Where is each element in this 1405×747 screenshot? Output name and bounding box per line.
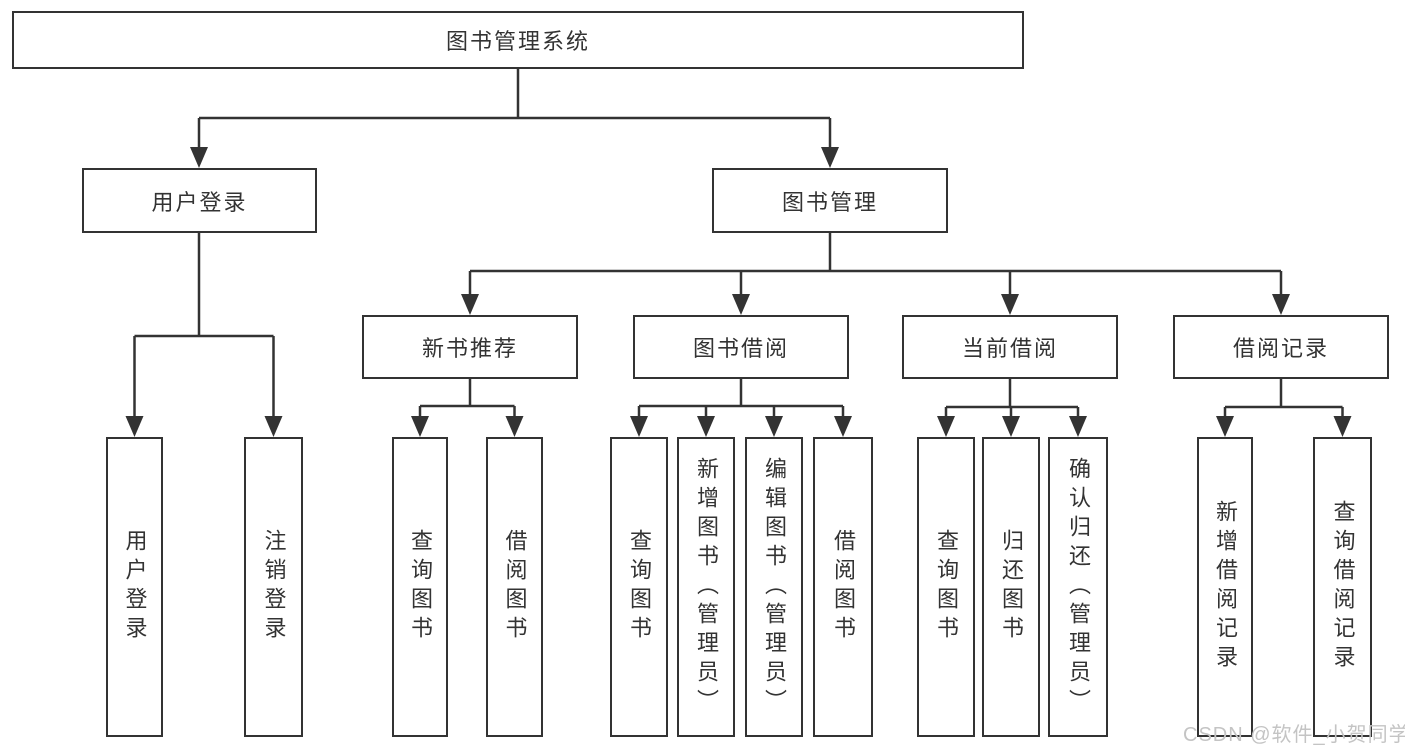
connector-bookmgmt-to-level3	[461, 233, 1290, 315]
leaf-bb-add-books-admin: 新增图书（管理员）	[677, 437, 735, 737]
connector-newbookrec-to-leaves	[411, 379, 524, 437]
node-new-book-recommendation-label: 新书推荐	[421, 336, 518, 361]
leaf-nbr-query-books: 查询图书	[392, 437, 448, 737]
node-new-book-recommendation: 新书推荐	[362, 315, 578, 379]
leaf-logout-label: 注销登录	[261, 529, 287, 645]
connector-currentborrow-to-leaves	[937, 379, 1087, 437]
leaf-nbr-borrow-books: 借阅图书	[486, 437, 543, 737]
node-root: 图书管理系统	[12, 11, 1024, 69]
leaf-bb-add-books-admin-label: 新增图书（管理员）	[694, 456, 719, 718]
node-current-borrowing-label: 当前借阅	[961, 336, 1058, 361]
leaf-bb-borrow-books-label: 借阅图书	[831, 529, 856, 645]
leaf-cb-query-books-label: 查询图书	[934, 529, 959, 645]
leaf-cb-return-books: 归还图书	[982, 437, 1040, 737]
connector-borrowrecords-to-leaves	[1216, 379, 1352, 437]
connector-bookborrow-to-leaves	[630, 379, 852, 437]
leaf-cb-query-books: 查询图书	[917, 437, 975, 737]
node-borrowing-records: 借阅记录	[1173, 315, 1389, 379]
leaf-bb-edit-books-admin: 编辑图书（管理员）	[745, 437, 803, 737]
node-borrowing-records-label: 借阅记录	[1232, 336, 1329, 361]
node-book-management: 图书管理	[712, 168, 948, 233]
connector-userlogin-to-leaves	[125, 233, 283, 437]
leaf-cb-confirm-return-admin: 确认归还（管理员）	[1048, 437, 1108, 737]
node-book-borrowing: 图书借阅	[633, 315, 849, 379]
leaf-logout: 注销登录	[244, 437, 303, 737]
node-current-borrowing: 当前借阅	[902, 315, 1118, 379]
node-user-login: 用户登录	[82, 168, 317, 233]
leaf-rec-add-record: 新增借阅记录	[1197, 437, 1253, 737]
leaf-bb-edit-books-admin-label: 编辑图书（管理员）	[762, 456, 787, 718]
node-user-login-label: 用户登录	[151, 189, 248, 215]
leaf-cb-confirm-return-admin-label: 确认归还（管理员）	[1066, 456, 1091, 718]
leaf-user-login: 用户登录	[106, 437, 163, 737]
leaf-user-login-label: 用户登录	[122, 529, 148, 645]
connector-root-to-level2	[190, 69, 839, 168]
leaf-bb-query-books-label: 查询图书	[627, 529, 652, 645]
leaf-rec-query-record: 查询借阅记录	[1313, 437, 1372, 737]
node-book-management-label: 图书管理	[781, 189, 878, 215]
leaf-rec-add-record-label: 新增借阅记录	[1213, 500, 1238, 674]
leaf-bb-query-books: 查询图书	[610, 437, 668, 737]
node-book-borrowing-label: 图书借阅	[692, 336, 789, 361]
csdn-watermark: CSDN @软件_小贺同学	[1183, 724, 1405, 746]
leaf-nbr-query-books-label: 查询图书	[408, 529, 433, 645]
leaf-bb-borrow-books: 借阅图书	[813, 437, 873, 737]
leaf-cb-return-books-label: 归还图书	[999, 529, 1024, 645]
leaf-rec-query-record-label: 查询借阅记录	[1330, 500, 1356, 674]
node-root-label: 图书管理系统	[445, 29, 590, 54]
leaf-nbr-borrow-books-label: 借阅图书	[502, 529, 528, 645]
